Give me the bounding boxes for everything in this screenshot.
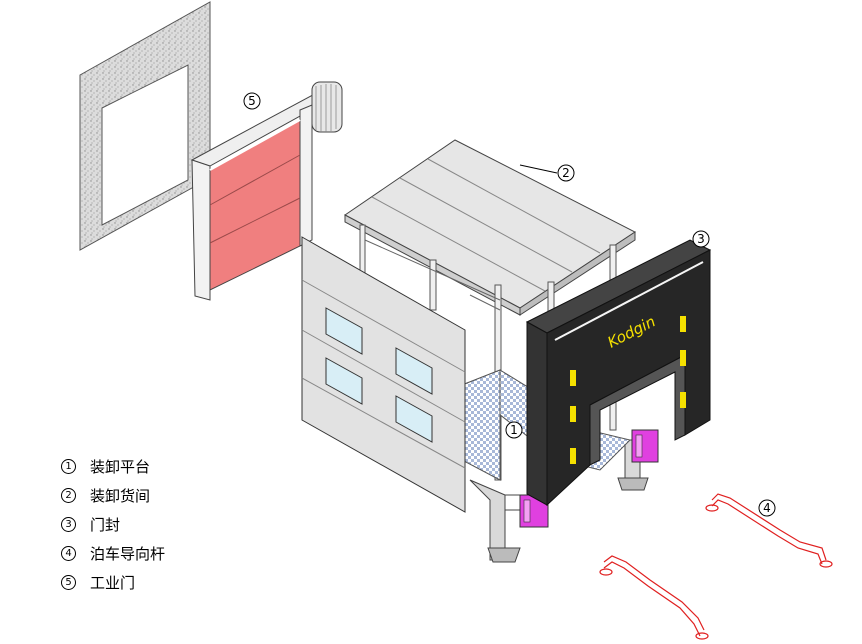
dock-house — [344, 139, 636, 481]
callout-4: 4 — [758, 499, 776, 517]
legend-label: 门封 — [90, 516, 121, 534]
svg-text:1: 1 — [510, 423, 518, 437]
side-wall-panel — [301, 236, 466, 513]
callout-1: 1 — [505, 421, 523, 439]
guide-rails — [599, 493, 833, 640]
legend-number: 5 — [61, 575, 76, 590]
industrial-door — [190, 81, 343, 301]
building-wall — [79, 1, 211, 251]
callout-2: 2 — [519, 164, 575, 182]
legend-item: 3 门封 — [61, 510, 165, 539]
svg-text:4: 4 — [763, 501, 771, 515]
legend-number: 2 — [61, 488, 76, 503]
legend-label: 泊车导向杆 — [90, 545, 166, 563]
legend-label: 装卸平台 — [90, 458, 151, 476]
legend-number: 4 — [61, 546, 76, 561]
seal-stripes — [570, 316, 686, 464]
legend-number: 1 — [61, 459, 76, 474]
legend-item: 5 工业门 — [61, 568, 165, 597]
door-seal: Kodgin — [525, 239, 712, 507]
svg-text:3: 3 — [697, 232, 705, 246]
svg-text:2: 2 — [562, 166, 570, 180]
legend: 1 装卸平台 2 装卸货间 3 门封 4 泊车导向杆 5 工业门 — [61, 452, 165, 597]
legend-item: 2 装卸货间 — [61, 481, 165, 510]
legend-number: 3 — [61, 517, 76, 532]
callout-5: 5 — [243, 92, 261, 110]
legend-item: 4 泊车导向杆 — [61, 539, 165, 568]
legend-item: 1 装卸平台 — [61, 452, 165, 481]
legend-label: 工业门 — [90, 574, 136, 592]
svg-text:5: 5 — [248, 94, 256, 108]
callout-3: 3 — [692, 230, 710, 248]
legend-label: 装卸货间 — [90, 487, 151, 505]
